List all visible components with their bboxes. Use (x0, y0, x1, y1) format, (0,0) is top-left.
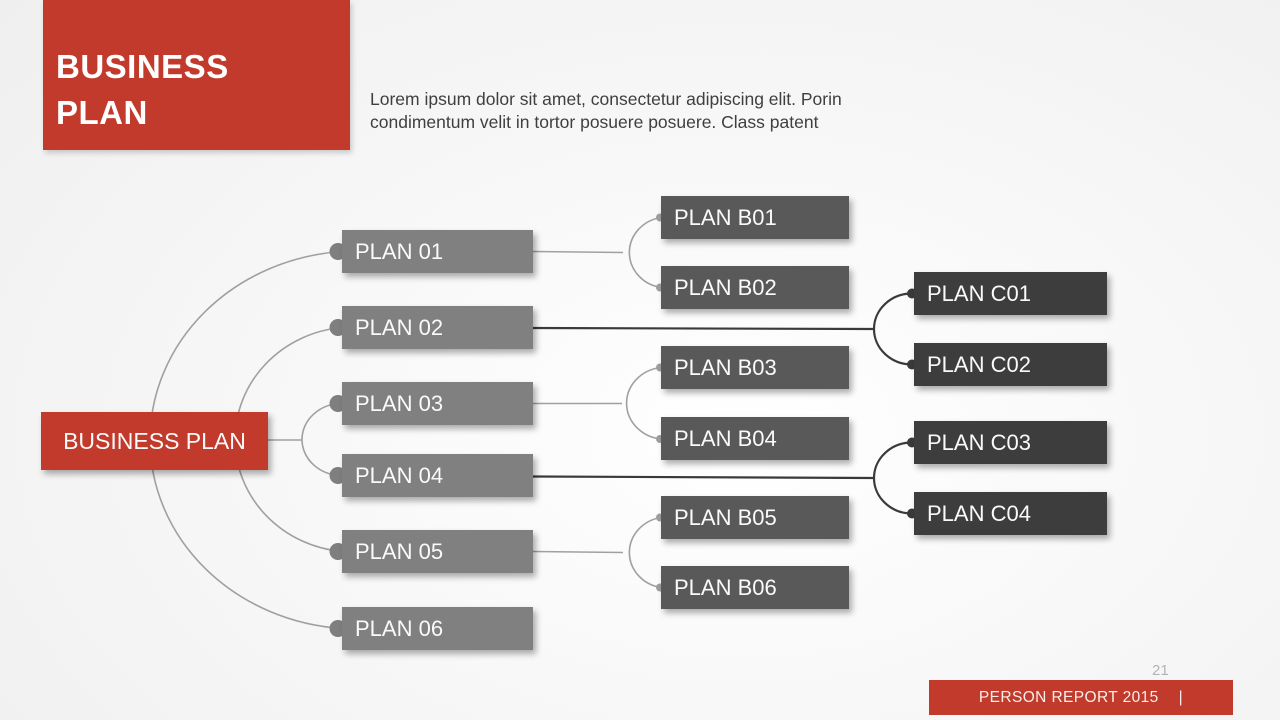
slide-subtitle: Lorem ipsum dolor sit amet, consectetur … (370, 89, 842, 132)
page-number: 21 (1152, 662, 1169, 679)
node-plan-c01: PLAN C01 (914, 272, 1107, 315)
node-plan-b01: PLAN B01 (661, 196, 849, 239)
footer-divider: | (1178, 688, 1184, 706)
footer-bar: PERSON REPORT 2015 | (929, 680, 1233, 715)
node-plan-02: PLAN 02 (342, 306, 533, 349)
plan02-branch-line (532, 326, 875, 331)
node-plan-01: PLAN 01 (342, 230, 533, 273)
title-block: BUSINESS PLAN (43, 0, 350, 150)
node-plan-b06: PLAN B06 (661, 566, 849, 609)
plan04-branch-arc (872, 441, 913, 515)
footer-report-label: PERSON REPORT 2015 (978, 688, 1159, 706)
node-plan-06: PLAN 06 (342, 607, 533, 650)
plan04-branch-line (532, 475, 875, 480)
node-business-plan: BUSINESS PLAN (41, 412, 268, 470)
node-plan-05: PLAN 05 (342, 530, 533, 573)
plan03-branch-arc (625, 366, 662, 440)
node-plan-c04: PLAN C04 (914, 492, 1107, 535)
plan05-branch-arc (628, 516, 662, 589)
node-plan-03: PLAN 03 (342, 382, 533, 425)
node-plan-04: PLAN 04 (342, 454, 533, 497)
node-plan-b03: PLAN B03 (661, 346, 849, 389)
plan01-branch-line (532, 250, 624, 254)
node-plan-b02: PLAN B02 (661, 266, 849, 309)
plan02-branch-arc (872, 292, 913, 366)
plan05-branch-line (532, 550, 624, 554)
root-arc-inner (301, 402, 343, 477)
slide-title: BUSINESS PLAN (56, 48, 229, 131)
node-plan-c03: PLAN C03 (914, 421, 1107, 464)
plan01-branch-arc (628, 216, 662, 289)
node-plan-b05: PLAN B05 (661, 496, 849, 539)
node-plan-c02: PLAN C02 (914, 343, 1107, 386)
node-plan-b04: PLAN B04 (661, 417, 849, 460)
